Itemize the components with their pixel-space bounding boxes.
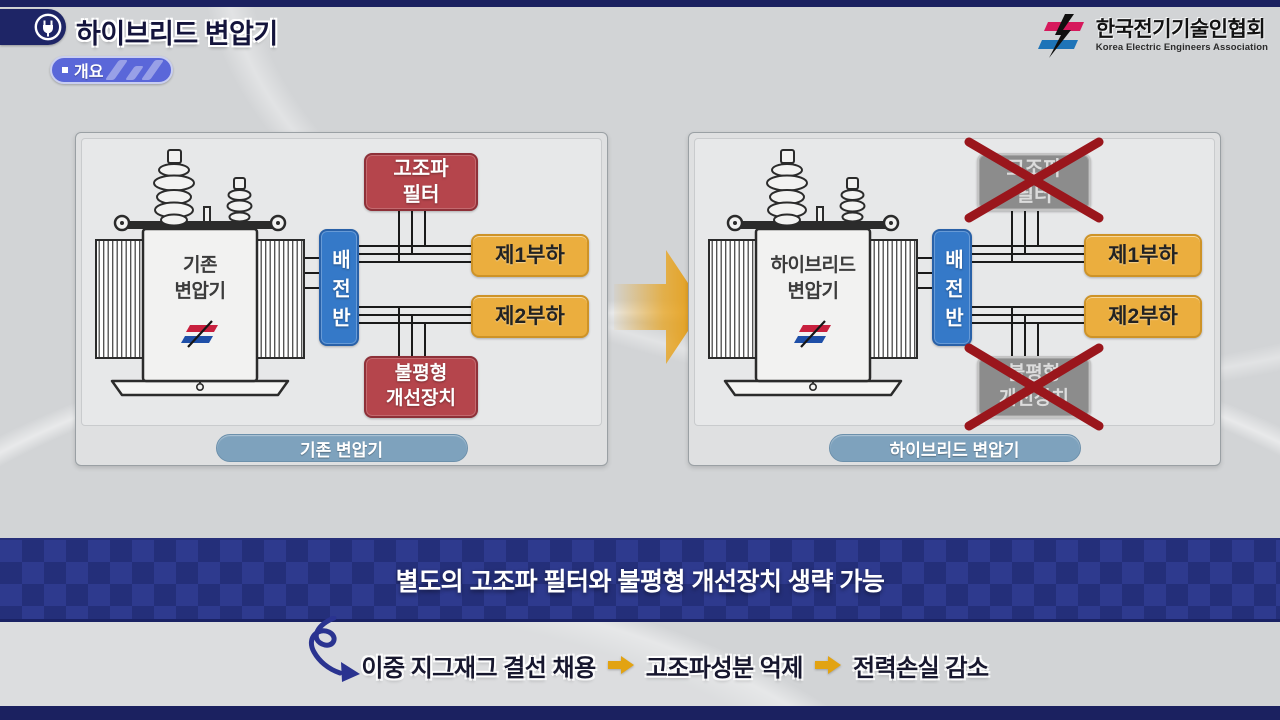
logo-text: 한국전기기술인협회 Korea Electric Engineers Assoc… xyxy=(1096,19,1268,53)
flow-step: 전력손실 감소 xyxy=(852,654,989,682)
summary-band: 별도의 고조파 필터와 불평형 개선장치 생략 가능 xyxy=(0,538,1280,622)
load2-box: 제2부하 xyxy=(471,295,589,338)
overview-badge: 개요 xyxy=(50,56,174,84)
bottom-navy-strip xyxy=(0,706,1280,720)
lightning-bolt-icon xyxy=(1037,14,1084,58)
plug-circle-icon xyxy=(34,13,62,41)
badge-label: 개요 xyxy=(74,64,104,81)
panel-caption: 하이브리드 변압기 xyxy=(828,434,1081,462)
panel-conventional: 기존 변압기 배전반 고조파 필터 제1부하 제2부하 불평형 개선장치 기존 … xyxy=(75,132,608,466)
unbalance-device-box: 불평형 개선장치 xyxy=(364,356,478,418)
transformer-label: 기존 변압기 xyxy=(174,255,226,302)
distribution-board-box: 배전반 xyxy=(932,229,972,346)
unbalance-device-box-removed: 불평형 개선장치 xyxy=(977,356,1091,418)
page-title: 하이브리드 변압기 xyxy=(76,19,278,49)
distribution-board-box: 배전반 xyxy=(319,229,359,346)
load1-box: 제1부하 xyxy=(471,234,589,277)
logo-subtitle: Korea Electric Engineers Association xyxy=(1095,42,1268,53)
keea-logo: 한국전기기술인협회 Korea Electric Engineers Assoc… xyxy=(1034,14,1268,58)
right-arrow-icon xyxy=(607,656,634,674)
logo-name: 한국전기기술인협회 xyxy=(1095,18,1266,41)
harmonic-filter-box: 고조파 필터 xyxy=(364,153,478,211)
curly-arrow-icon xyxy=(308,616,360,682)
right-arrow-icon xyxy=(814,656,841,674)
transformer-label: 하이브리드 변압기 xyxy=(770,255,856,302)
load1-box: 제1부하 xyxy=(1084,234,1202,277)
harmonic-filter-box-removed: 고조파 필터 xyxy=(977,153,1091,211)
flow-step: 이중 지그재그 결선 채용 xyxy=(361,654,596,682)
badge-stripe-decoration xyxy=(141,60,165,80)
gold-right-arrow-icon xyxy=(614,250,704,364)
title-tab xyxy=(0,9,66,45)
badge-bullet xyxy=(62,67,68,73)
flow-step: 고조파성분 억제 xyxy=(645,654,804,682)
panel-hybrid: 하이브리드 변압기 배전반 고조파 필터 제1부하 제2부하 불평형 개선장치 … xyxy=(688,132,1221,466)
top-navy-strip xyxy=(0,0,1280,7)
load2-box: 제2부하 xyxy=(1084,295,1202,338)
summary-text: 별도의 고조파 필터와 불평형 개선장치 생략 가능 xyxy=(395,567,885,596)
badge-stripe-decoration xyxy=(105,60,129,80)
benefit-flow: 이중 지그재그 결선 채용 고조파성분 억제 전력손실 감소 xyxy=(0,640,1280,690)
panel-caption: 기존 변압기 xyxy=(215,434,468,462)
